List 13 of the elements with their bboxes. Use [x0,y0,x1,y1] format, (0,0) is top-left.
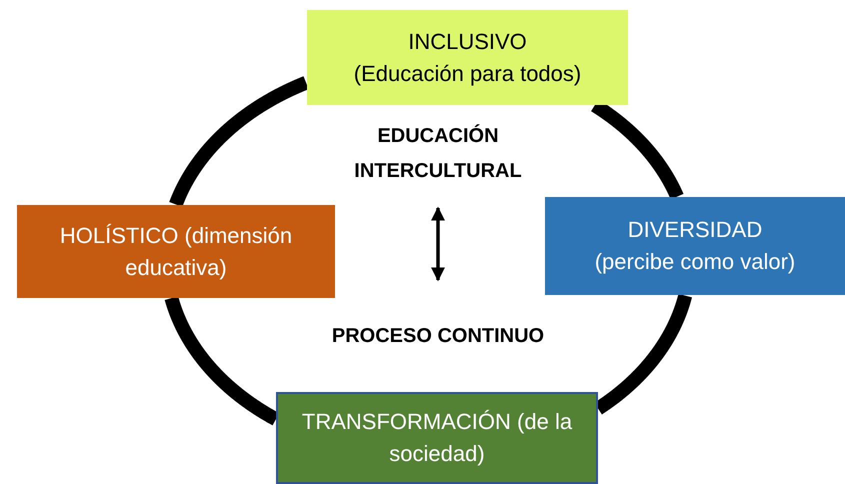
concept-label: HOLÍSTICO (dimensión educativa) [58,222,294,282]
concept-label: TRANSFORMACIÓN (de la sociedad) [300,408,574,468]
concept-box [17,205,335,298]
concept-box [276,392,598,484]
concept-label: (Educación para todos) [354,60,582,88]
double-arrow [431,206,445,282]
concept-label: DIVERSIDAD [628,216,762,244]
center-heading: PROCESO CONTINUO [332,324,544,348]
concept-box [307,10,628,105]
center-heading: EDUCACIÓN INTERCULTURAL [353,123,523,184]
concept-label: (percibe como valor) [594,248,796,276]
concept-box [545,197,845,295]
concept-label: INCLUSIVO [408,28,527,56]
